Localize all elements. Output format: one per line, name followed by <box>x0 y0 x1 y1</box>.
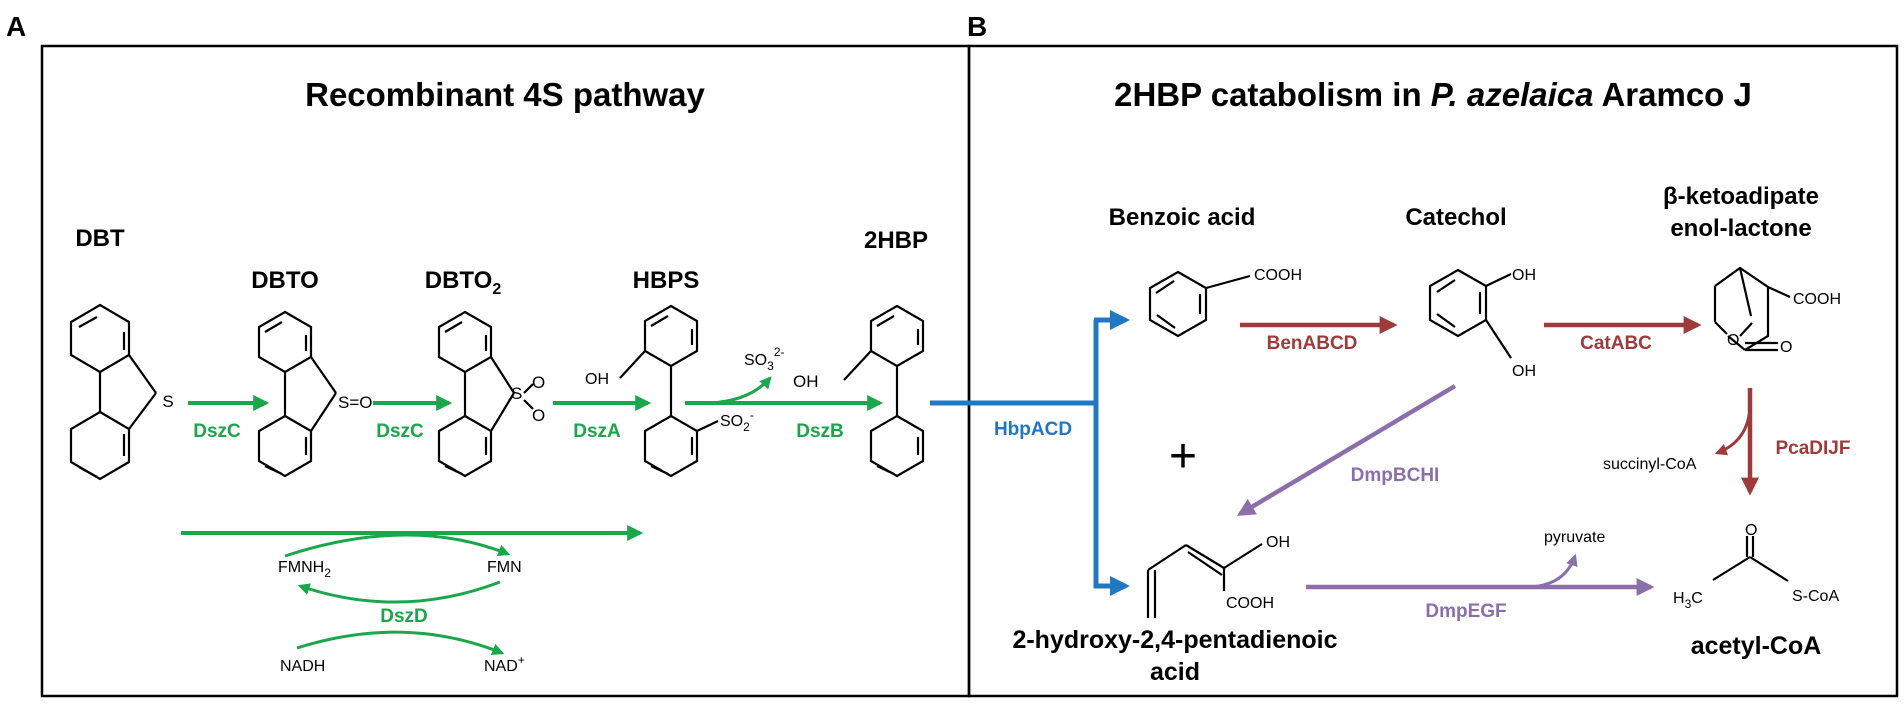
enzyme-dszc-1: DszC <box>193 421 241 442</box>
panel-b-title: 2HBP catabolism in P. azelaica Aramco J <box>1114 76 1752 113</box>
dbt-label: DBT <box>75 225 125 252</box>
arrow-pyruvate-release <box>1529 553 1578 589</box>
keto-carboxyl: COOH <box>1793 291 1841 308</box>
hbpacd-arrows <box>930 310 1130 596</box>
hpd-structure <box>1146 543 1263 618</box>
cofactor-nad: NAD+ <box>484 653 525 675</box>
hpd-carboxyl: COOH <box>1226 595 1274 612</box>
sulfite-label: SO32- <box>744 345 784 373</box>
enzyme-hbpacd: HbpACD <box>994 419 1072 440</box>
acetyl-oxygen: O <box>1745 522 1757 539</box>
dbt-structure <box>69 303 157 481</box>
hbps-sulfinate: SO2- <box>720 408 754 434</box>
2hbp-label: 2HBP <box>864 227 928 254</box>
plus-sign: + <box>1169 430 1197 483</box>
sulfite-main: SO <box>744 352 767 369</box>
acetyl-methyl: H3C <box>1673 590 1703 611</box>
acetyl-structure <box>1712 536 1789 582</box>
catechol-oh-top: OH <box>1512 267 1536 284</box>
enzyme-catabc: CatABC <box>1580 333 1652 354</box>
hbps-sulfinate-sub: 2 <box>743 420 750 434</box>
enzyme-dmpegf: DmpEGF <box>1425 601 1506 622</box>
hbps-structure <box>619 304 719 478</box>
catechol-oh-bottom: OH <box>1512 363 1536 380</box>
enzyme-dszc-2: DszC <box>376 421 424 442</box>
dbto-label: DBTO <box>251 267 319 294</box>
panel-b-title-pre: 2HBP catabolism in <box>1114 76 1431 113</box>
dbto2-label-sub: 2 <box>492 281 501 298</box>
benzoic-structure <box>1148 270 1251 338</box>
enzyme-benabcd: BenABCD <box>1267 333 1358 354</box>
dbt-sulfur: S <box>162 392 173 411</box>
cofactor-nadh: NADH <box>280 658 325 675</box>
panel-b-letter: B <box>967 11 987 42</box>
acetyl-label: acetyl-CoA <box>1691 632 1822 660</box>
catechol-label: Catechol <box>1405 204 1506 231</box>
arrow-fmnh2-to-fmn <box>284 533 511 558</box>
arrow-succinyl-release <box>1714 397 1752 456</box>
pyruvate: pyruvate <box>1544 529 1605 546</box>
dbto-structure <box>257 310 337 478</box>
hbps-label: HBPS <box>633 267 700 294</box>
hbps-hydroxyl: OH <box>585 371 609 388</box>
enzyme-dsza: DszA <box>573 421 621 442</box>
sulfite-sup: 2- <box>774 345 785 359</box>
dbto2-structure <box>437 310 534 478</box>
arrow-catechol-hpd <box>1236 384 1457 516</box>
hpd-hydroxyl: OH <box>1266 534 1290 551</box>
2hbp-hydroxyl: OH <box>793 372 819 391</box>
hbps-sulfinate-main: SO <box>720 413 743 430</box>
cofactor-fmnh2-main: FMNH <box>278 559 324 576</box>
panel-b-frame <box>967 44 1899 698</box>
benzoic-label: Benzoic acid <box>1109 204 1256 231</box>
panel-b-title-italic: P. azelaica <box>1431 76 1594 113</box>
succinyl-coa: succinyl-CoA <box>1603 456 1697 473</box>
cofactor-fmnh2-sub: 2 <box>324 566 331 580</box>
panel-a-frame <box>40 44 971 698</box>
enzyme-dszd: DszD <box>380 606 428 627</box>
hpd-label-line2: acid <box>1150 658 1200 686</box>
panel-a-arrows <box>181 376 884 655</box>
panel-a-letter: A <box>6 11 26 42</box>
enzyme-pcadijf: PcaDIJF <box>1776 438 1851 459</box>
panel-b-title-post: Aramco J <box>1594 76 1752 113</box>
acetyl-methyl-h: H <box>1673 590 1685 607</box>
dbto2-sulfur: S <box>511 384 522 403</box>
panel-a-title: Recombinant 4S pathway <box>305 76 705 113</box>
enzyme-dmpbchi: DmpBCHI <box>1351 465 1440 486</box>
dbto2-oxygen-bottom: O <box>532 406 545 425</box>
dbto2-oxygen-top: O <box>532 373 545 392</box>
dbto2-label: DBTO2 <box>425 267 502 298</box>
keto-label-line1: β-ketoadipate <box>1663 183 1819 210</box>
hpd-label-line1: 2-hydroxy-2,4-pentadienoic <box>1012 626 1337 654</box>
benzoic-carboxyl: COOH <box>1254 267 1302 284</box>
keto-label-line2: enol-lactone <box>1670 215 1811 242</box>
keto-carbonyl-oxygen: O <box>1780 339 1792 356</box>
hbps-sulfinate-sup: - <box>750 408 754 422</box>
dbto-sulfoxide: S=O <box>338 393 373 412</box>
sulfite-sub: 3 <box>767 359 774 373</box>
cofactor-nad-sup: + <box>518 653 525 667</box>
arrow-fmn-to-fmnh2 <box>297 580 501 604</box>
acetyl-methyl-sub: 3 <box>1685 597 1692 611</box>
arrow-sulfite-release <box>709 376 772 405</box>
keto-ring-oxygen: O <box>1727 332 1739 349</box>
cofactor-fmnh2: FMNH2 <box>278 559 331 580</box>
cofactor-fmn: FMN <box>487 559 522 576</box>
enzyme-dszb: DszB <box>796 421 844 442</box>
keto-structure <box>1713 266 1791 352</box>
2hbp-structure <box>843 304 925 478</box>
dbto2-label-main: DBTO <box>425 267 493 294</box>
acetyl-scoa: S-CoA <box>1792 588 1839 605</box>
arrow-nadh-to-nad <box>296 630 505 655</box>
panel-b-arrows <box>1236 316 1759 596</box>
cofactor-nad-main: NAD <box>484 658 518 675</box>
catechol-structure <box>1428 268 1512 359</box>
acetyl-methyl-c: C <box>1691 590 1703 607</box>
